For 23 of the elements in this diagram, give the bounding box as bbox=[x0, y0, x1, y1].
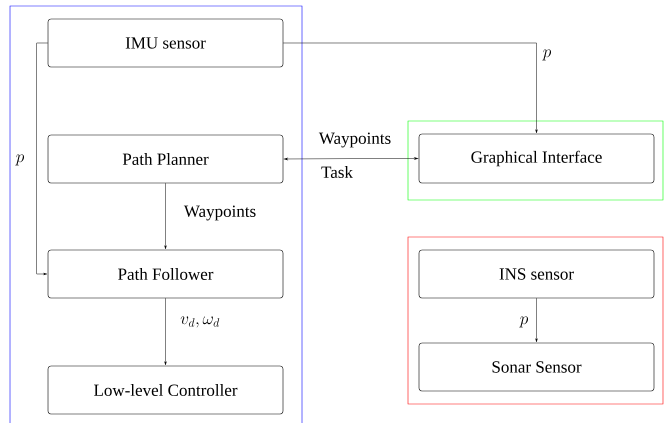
process-box: Path Planner bbox=[48, 134, 284, 184]
process-box: IMU sensor bbox=[48, 18, 284, 68]
edge-label: Waypoints bbox=[182, 204, 258, 222]
group-frame bbox=[408, 120, 664, 200]
arrow bbox=[36, 42, 48, 276]
process-box: Path Follower bbox=[48, 250, 284, 298]
process-box: Graphical Interface bbox=[418, 134, 654, 184]
edge-label: $p$ bbox=[542, 48, 552, 62]
arrow bbox=[164, 298, 167, 366]
edge-label: $v_d, \omega_d$ bbox=[179, 316, 221, 328]
edge-label: $p$ bbox=[14, 154, 26, 166]
process-box: Sonar Sensor bbox=[418, 342, 654, 392]
group-frame bbox=[10, 6, 302, 423]
arrow bbox=[164, 183, 167, 250]
group-frame bbox=[408, 236, 664, 404]
text-label: Task bbox=[320, 165, 354, 179]
edge-label: Waypoints bbox=[318, 132, 392, 148]
arrow bbox=[283, 42, 538, 134]
arrow bbox=[535, 298, 538, 342]
process-box: Low-level Controller bbox=[48, 366, 284, 414]
arrow bbox=[284, 157, 418, 160]
edge-label: $p$ bbox=[518, 316, 530, 328]
process-box: INS sensor bbox=[418, 250, 654, 298]
